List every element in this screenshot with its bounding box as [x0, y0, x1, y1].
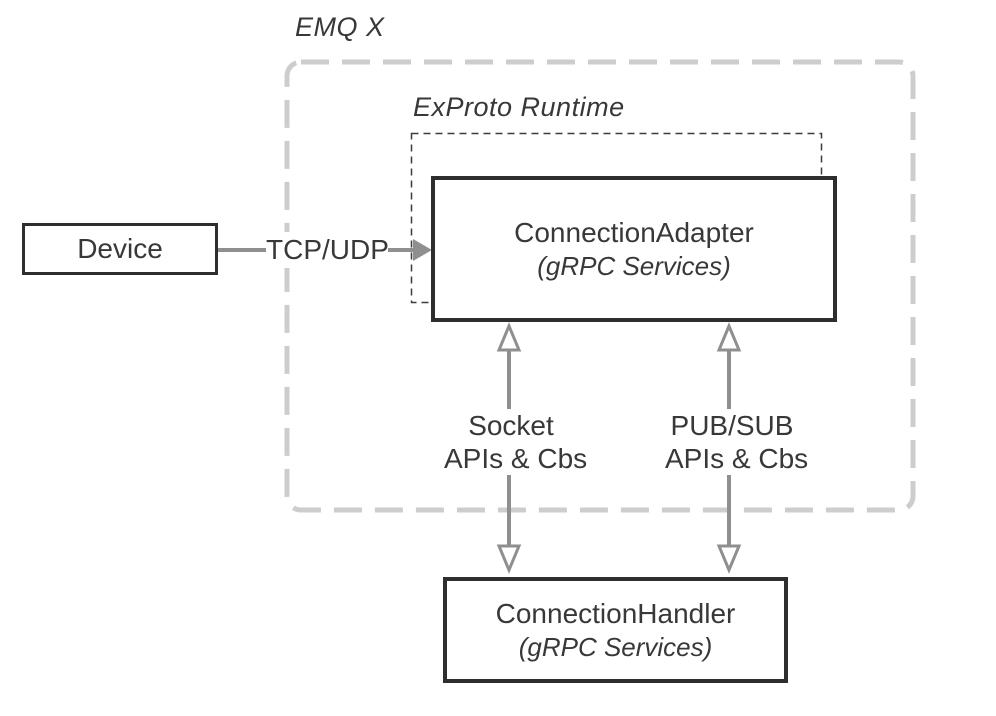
- connection-adapter-node: ConnectionAdapter (gRPC Services): [431, 176, 837, 322]
- connection-adapter-sublabel: (gRPC Services): [537, 250, 731, 281]
- connection-handler-sublabel: (gRPC Services): [518, 631, 713, 662]
- tcp-udp-arrowhead-icon: [413, 239, 432, 261]
- connection-handler-node: ConnectionHandler (gRPC Services): [443, 577, 788, 683]
- pubsub-down-arrowhead-icon: [716, 544, 742, 574]
- socket-edge-label: Socket APIs & Cbs: [444, 409, 588, 475]
- emqx-group-label: EMQ X: [295, 12, 385, 42]
- device-node: Device: [22, 223, 218, 275]
- socket-edge-label-line2: APIs & Cbs: [444, 443, 588, 474]
- pubsub-up-arrowhead-icon: [716, 322, 742, 352]
- socket-down-arrowhead-icon: [496, 544, 522, 574]
- exproto-runtime-label: ExProto Runtime: [413, 92, 625, 122]
- tcp-udp-edge-label: TCP/UDP: [266, 232, 389, 268]
- socket-up-arrowhead-icon: [496, 322, 522, 352]
- connection-handler-label: ConnectionHandler: [495, 597, 736, 629]
- connection-adapter-label: ConnectionAdapter: [514, 216, 754, 248]
- emqx-group-dashed-border: [284, 59, 916, 513]
- pubsub-edge-label-line2: APIs & Cbs: [665, 443, 809, 474]
- socket-edge-label-line1: Socket: [468, 410, 554, 441]
- pubsub-edge-label-line1: PUB/SUB: [670, 410, 794, 441]
- pubsub-edge-label: PUB/SUB APIs & Cbs: [665, 409, 809, 475]
- device-node-label: Device: [77, 233, 163, 264]
